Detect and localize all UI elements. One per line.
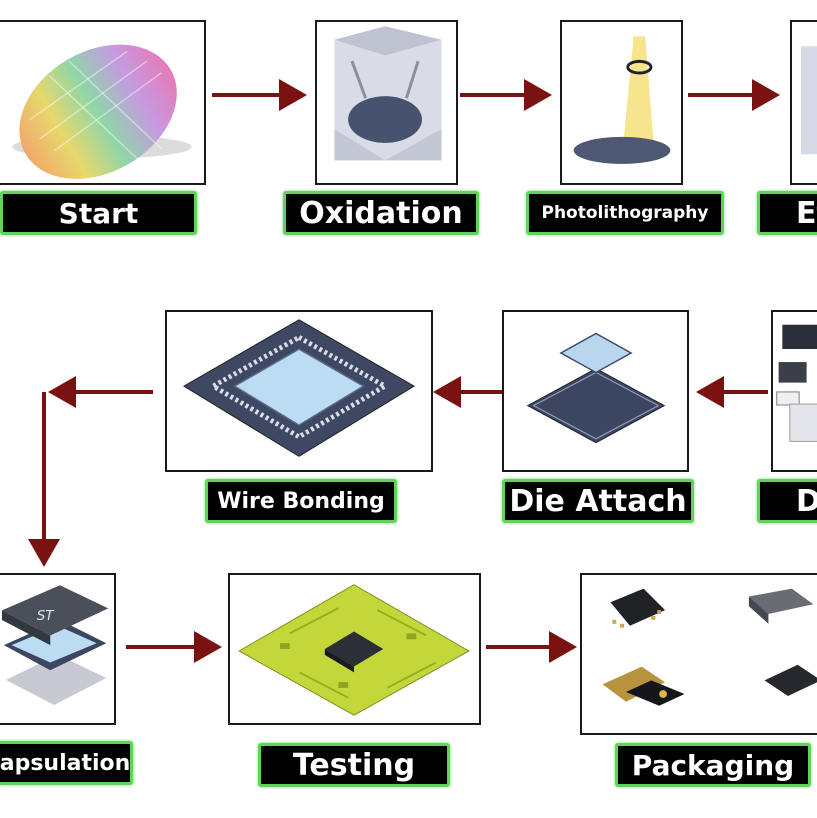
step-label-oxidation: Oxidation <box>283 191 479 235</box>
step-label-die-attach: Die Attach <box>502 479 694 523</box>
wafer-icon <box>12 44 192 179</box>
step-label-dicing: D <box>757 479 817 523</box>
wire-bonding-image <box>165 310 433 472</box>
step-label-etching: Et <box>757 191 817 235</box>
test-board-icon <box>238 584 470 716</box>
die-attach-text: Die Attach <box>509 483 687 519</box>
photolithography-image <box>560 20 683 185</box>
step-label-wire-bonding: Wire Bonding <box>205 479 397 523</box>
step-label-start: Start <box>0 191 197 235</box>
step-label-packaging: Packaging <box>615 743 811 787</box>
packaging-text: Packaging <box>631 748 795 782</box>
oxidation-text: Oxidation <box>299 195 463 231</box>
packaged-chips-icon <box>602 588 817 706</box>
dicing-saw-icon <box>776 324 817 442</box>
oxidation-image <box>315 20 458 185</box>
wire-bonded-chip-icon <box>182 319 416 457</box>
encapsulated-chip-icon: ST <box>1 585 109 706</box>
etching-image <box>790 20 817 185</box>
testing-text: Testing <box>292 747 416 783</box>
step-label-encapsulation: apsulation <box>0 741 133 785</box>
photolithography-text: Photolithography <box>541 203 709 223</box>
etching-chamber-icon <box>801 46 817 155</box>
packaging-image <box>580 573 817 735</box>
die-attach-icon <box>526 332 666 444</box>
die-attach-image <box>502 310 689 472</box>
testing-image <box>228 573 481 725</box>
uv-exposure-icon <box>573 36 671 164</box>
start-text: Start <box>58 196 139 230</box>
svg-text:ST: ST <box>37 608 56 624</box>
step-label-photolithography: Photolithography <box>526 191 724 235</box>
etching-text: Et <box>796 195 817 231</box>
encapsulation-image: ST <box>0 573 116 725</box>
step-label-testing: Testing <box>258 743 450 787</box>
dicing-image <box>771 310 817 472</box>
start-wafer-image <box>0 20 206 185</box>
oxidation-chamber-icon <box>334 26 442 161</box>
dicing-text: D <box>796 484 817 519</box>
encapsulation-text: apsulation <box>0 750 131 776</box>
wire-bonding-text: Wire Bonding <box>217 488 385 514</box>
